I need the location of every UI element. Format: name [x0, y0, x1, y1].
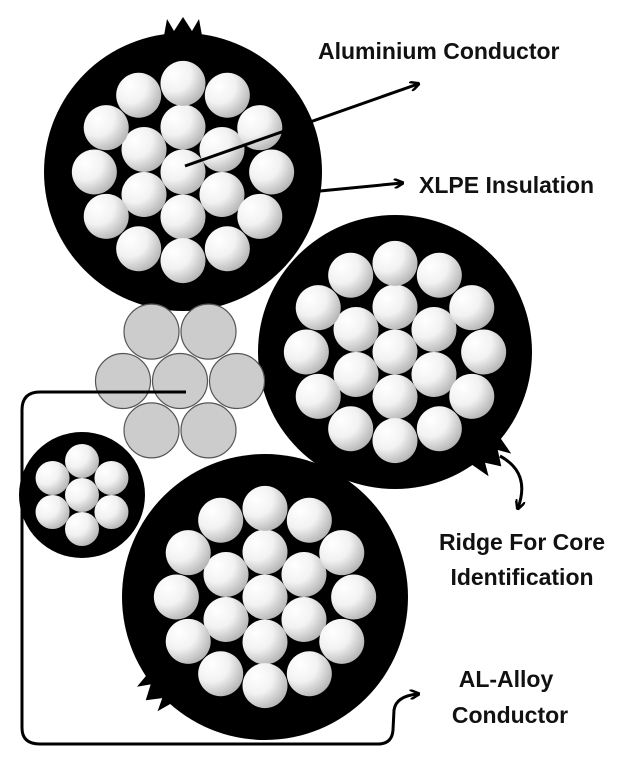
aluminium-strand [71, 149, 117, 195]
aluminium-strand [237, 193, 283, 239]
aluminium-strand [237, 105, 283, 151]
aluminium-strand [203, 552, 249, 597]
aluminium-strand [199, 127, 245, 172]
aluminium-strand [372, 374, 418, 420]
aluminium-strand [116, 226, 162, 272]
aluminium-strand [121, 172, 167, 217]
aluminium-strand [295, 373, 341, 419]
aluminium-strand [160, 149, 206, 195]
aluminium-strand [160, 104, 206, 150]
arrow-ridge [499, 454, 522, 508]
core-bottom [122, 454, 408, 740]
aluminium-strand [411, 352, 457, 397]
aluminium-strand [372, 418, 418, 464]
aluminium-strand [249, 149, 295, 195]
aluminium-strand [83, 105, 129, 151]
aluminium-strand [160, 60, 206, 106]
aluminium-strand [116, 72, 162, 118]
aluminium-strand [449, 373, 495, 419]
label-aluminium-conductor: Aluminium Conductor [318, 38, 560, 64]
aluminium-strand [333, 352, 379, 397]
label-xlpe-insulation: XLPE Insulation [419, 172, 594, 198]
aluminium-strand [203, 597, 249, 642]
arrow-xlpe-insulation [319, 183, 402, 193]
aluminium-strand [198, 651, 244, 697]
aluminium-strand [35, 495, 70, 529]
aluminium-strand [372, 329, 418, 375]
core-identification-ridge [470, 435, 512, 477]
aluminium-strand [411, 307, 457, 352]
aluminium-strand [319, 618, 365, 664]
aluminium-strand [198, 497, 244, 543]
label-ridge-line1: Ridge For Core [439, 529, 605, 555]
label-ridge-line2: Identification [450, 564, 593, 590]
aluminium-strand [416, 252, 462, 298]
aluminium-strand [242, 485, 288, 531]
aluminium-strand [153, 574, 199, 620]
aluminium-strand [372, 284, 418, 330]
alloy-strand [180, 303, 237, 360]
alloy-strand [180, 402, 237, 459]
aluminium-strand [160, 238, 206, 284]
core-small [19, 432, 145, 558]
arrow-aluminium-conductor [184, 84, 418, 168]
aluminium-strand [160, 194, 206, 240]
aluminium-strand [319, 530, 365, 576]
aluminium-strand [204, 72, 250, 118]
aluminium-strand [286, 497, 332, 543]
aluminium-strand [35, 461, 70, 495]
alloy-strand [94, 352, 152, 410]
arrow-al-alloy [20, 390, 418, 746]
aluminium-strand [449, 285, 495, 331]
aluminium-strand [281, 552, 327, 597]
label-alloy-line1: AL-Alloy [459, 666, 554, 692]
aluminium-strand [295, 285, 341, 331]
aluminium-strand [94, 461, 129, 495]
aluminium-strand [242, 529, 288, 575]
aluminium-strand [204, 226, 250, 272]
alloy-strand [208, 352, 266, 410]
alloy-strand [123, 402, 180, 459]
aluminium-strand [281, 597, 327, 642]
core-top [44, 17, 322, 311]
aluminium-strand [242, 663, 288, 709]
core-right [258, 215, 532, 489]
aluminium-strand [283, 329, 329, 375]
aluminium-strand [165, 530, 211, 576]
aluminium-strand [286, 651, 332, 697]
aluminium-strand [416, 406, 462, 452]
aluminium-strand [328, 252, 374, 298]
aluminium-strand [65, 512, 99, 546]
alloy-strand [151, 352, 209, 410]
aluminium-strand [242, 619, 288, 665]
alloy-strand [123, 303, 180, 360]
aluminium-strand [121, 127, 167, 172]
aluminium-strand [333, 307, 379, 352]
aluminium-strand [331, 574, 377, 620]
aluminium-strand [83, 193, 129, 239]
label-alloy-line2: Conductor [452, 702, 568, 728]
aluminium-strand [94, 495, 129, 529]
aluminium-strand [65, 478, 99, 512]
aluminium-strand [199, 172, 245, 217]
aluminium-strand [65, 444, 99, 478]
al-alloy-conductor-strands [94, 303, 266, 459]
aluminium-strand [461, 329, 507, 375]
aluminium-strand [328, 406, 374, 452]
aluminium-strand [242, 574, 288, 620]
aluminium-strand [372, 240, 418, 286]
aluminium-strand [165, 618, 211, 664]
